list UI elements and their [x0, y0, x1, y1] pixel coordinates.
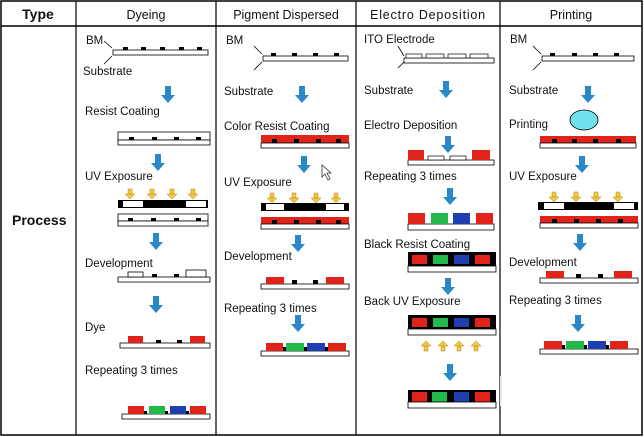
pigment-step-development	[260, 277, 350, 290]
pigment-step-repeat	[260, 343, 350, 357]
pigment-arrow-1	[295, 86, 309, 103]
electro-step-repeat	[407, 213, 495, 231]
pigment-label-repeating: Repeating 3 times	[224, 303, 317, 315]
printing-label-repeating: Repeating 3 times	[509, 295, 602, 307]
header-printing: Printing	[549, 8, 593, 22]
printing-step-repeat	[539, 341, 639, 355]
dyeing-step-bm-substrate	[103, 40, 209, 65]
dyeing-step-dye	[119, 336, 211, 349]
electro-label-black-resist: Black Resist Coating	[364, 239, 471, 251]
dyeing-label-resist: Resist Coating	[85, 106, 160, 118]
printing-arrow-1	[581, 86, 595, 103]
header-dyeing: Dyeing	[126, 8, 166, 22]
printing-arrow-2	[575, 156, 589, 173]
pigment-arrow-2	[297, 156, 311, 173]
dyeing-diagram	[103, 40, 211, 420]
pigment-diagram	[253, 45, 350, 357]
dyeing-step-resist	[117, 131, 211, 146]
header-electro: Electro Deposition	[370, 8, 486, 22]
cursor-icon	[321, 164, 333, 181]
dyeing-step-repeat	[121, 406, 211, 420]
printing-arrow-4	[571, 315, 585, 332]
electro-label-electro-dep: Electro Deposition	[364, 120, 458, 132]
electro-label-back-uv: Back UV Exposure	[364, 296, 461, 308]
electro-label-substrate: Substrate	[364, 85, 414, 97]
printing-label-bm: BM	[510, 34, 528, 46]
printing-step-bm-substrate	[532, 45, 635, 71]
pigment-label-development: Development	[224, 251, 292, 263]
electro-step-black-resist	[407, 252, 497, 273]
pigment-label-bm: BM	[226, 35, 244, 47]
printing-label-printing: Printing	[509, 119, 548, 131]
dyeing-label-uv: UV Exposure	[85, 171, 153, 183]
electro-arrow-4	[443, 364, 457, 381]
watermark-block	[500, 376, 502, 406]
pigment-step-uv	[260, 192, 350, 230]
printing-label-uv: UV Exposure	[509, 171, 577, 183]
electro-label-ito: ITO Electrode	[364, 34, 435, 46]
printing-step-development	[539, 271, 639, 284]
dyeing-label-development: Development	[85, 258, 153, 270]
electro-step-back-uv	[407, 315, 497, 352]
dyeing-label-substrate: Substrate	[83, 66, 133, 78]
pigment-label-color-resist: Color Resist Coating	[224, 121, 330, 133]
pigment-arrow-4	[291, 315, 305, 332]
electro-arrow-2	[443, 188, 457, 205]
dyeing-arrow-4	[149, 296, 163, 313]
electro-arrow-1	[439, 81, 453, 98]
dyeing-label-bm: BM	[86, 35, 104, 47]
printing-step-uv	[538, 191, 639, 229]
dyeing-label-dye: Dye	[85, 322, 106, 334]
print-roller-icon	[569, 109, 599, 131]
printing-label-substrate: Substrate	[509, 85, 559, 97]
row-label-process: Process	[12, 212, 67, 228]
dyeing-arrow-3	[149, 233, 163, 250]
dyeing-step-uv	[117, 188, 209, 227]
pigment-step-bm-substrate	[253, 45, 349, 71]
pigment-arrow-3	[291, 235, 305, 252]
dyeing-label-repeating: Repeating 3 times	[85, 365, 178, 377]
electro-arrow-3	[441, 278, 455, 295]
electro-diagram	[397, 45, 497, 409]
dyeing-arrow-2	[151, 154, 165, 171]
printing-step-print	[539, 109, 637, 149]
header-type: Type	[22, 6, 54, 22]
pigment-label-substrate: Substrate	[224, 86, 274, 98]
electro-label-repeating: Repeating 3 times	[364, 171, 457, 183]
header-pigment: Pigment Dispersed	[233, 8, 339, 22]
electro-step-ito	[397, 45, 495, 69]
dyeing-arrow-1	[161, 86, 175, 103]
printing-label-development: Development	[509, 257, 577, 269]
electro-step-final	[407, 390, 497, 409]
pigment-label-uv: UV Exposure	[224, 177, 292, 189]
printing-diagram	[500, 45, 639, 406]
pigment-step-color-resist	[260, 135, 350, 149]
printing-arrow-3	[573, 234, 587, 251]
dyeing-step-development	[117, 269, 211, 283]
electro-step-electro-dep	[407, 136, 495, 166]
